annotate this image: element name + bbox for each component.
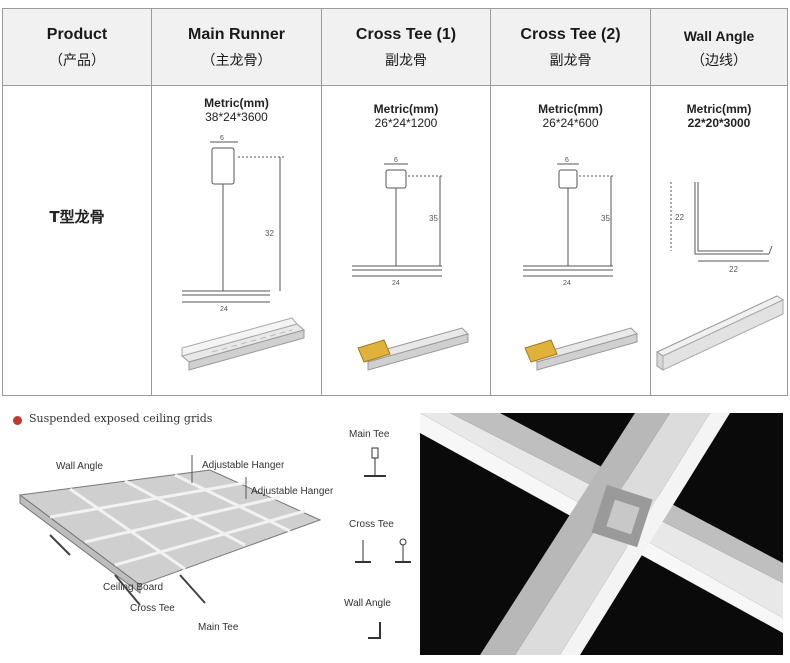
header-cross-tee-1-cn: 副龙骨: [385, 53, 427, 69]
cross-tee-1-w-label: 6: [394, 157, 398, 164]
wall-angle-cell: Metric(mm) 22*20*3000 22 22: [650, 85, 788, 396]
main-runner-metric-label: Metric(mm): [204, 96, 269, 110]
header-main-runner-en: Main Runner: [188, 26, 285, 43]
cross-tee-1-profile-drawing: 6 35 24: [352, 157, 469, 371]
wall-angle-b-label: 22: [729, 265, 738, 274]
cross-tee-1-metric-label: Metric(mm): [373, 102, 439, 116]
cross-tee-2-b-label: 24: [563, 280, 571, 287]
legend-main-tee-icon: [364, 447, 386, 477]
cross-tee-2-cell: Metric(mm) 26*24*600 6 35 24: [490, 85, 651, 396]
legend-cross-tee-label: Cross Tee: [349, 519, 394, 530]
cross-tee-1-3d-sketch: [357, 327, 469, 371]
main-runner-b-label: 24: [220, 306, 228, 313]
label-main-tee: Main Tee: [198, 622, 239, 633]
spec-table: Product （产品） Main Runner （主龙骨） Cross Tee…: [2, 8, 788, 396]
header-main-runner-cn: （主龙骨）: [201, 53, 272, 69]
cross-tee-2-metric-label: Metric(mm): [538, 102, 603, 116]
header-product-en: Product: [46, 26, 108, 43]
header-cross-tee-2-en: Cross Tee (2): [520, 26, 621, 43]
cross-tee-1-b-label: 24: [392, 280, 400, 287]
row-label-cell: T型龙骨: [2, 85, 152, 396]
label-cross-tee: Cross Tee: [130, 603, 175, 614]
main-runner-dims: 38*24*3600: [205, 110, 268, 124]
header-wall-angle: Wall Angle （边线）: [650, 8, 788, 86]
wall-angle-profile-drawing: 22 22: [655, 182, 785, 371]
wall-angle-metric: Metric(mm) 22*20*3000: [651, 102, 787, 130]
main-runner-3d-sketch: [180, 317, 306, 371]
header-cross-tee-2-cn: 副龙骨: [549, 53, 592, 69]
wall-angle-3d-sketch: [655, 295, 785, 371]
label-adjustable-hanger-2: Adjustable Hanger: [251, 486, 334, 497]
header-wall-angle-en: Wall Angle: [683, 28, 755, 44]
cross-tee-1-metric: Metric(mm) 26*24*1200: [322, 102, 490, 130]
cross-tee-2-profile-drawing: 6 35 24: [523, 157, 638, 371]
cross-tee-2-dims: 26*24*600: [542, 116, 599, 130]
legend-wall-angle-icon: [368, 622, 381, 639]
grid-intersection-photo: [420, 413, 783, 655]
grid-photo-illustration: [420, 413, 783, 655]
legend-wall-angle-label: Wall Angle: [344, 598, 391, 609]
cross-tee-2-3d-sketch: [524, 327, 638, 371]
cross-tee-2-metric: Metric(mm) 26*24*600: [491, 102, 650, 130]
diagram-caption: Suspended exposed ceiling grids: [29, 412, 213, 425]
wall-angle-dims: 22*20*3000: [687, 116, 751, 130]
header-cross-tee-1-en: Cross Tee (1): [355, 26, 457, 43]
main-runner-h-label: 32: [265, 229, 274, 238]
legend-cross-tee-icon: [355, 538, 411, 563]
main-runner-profile-drawing: 6 32 24: [180, 135, 306, 371]
wall-angle-metric-label: Metric(mm): [686, 102, 752, 116]
label-ceiling-board: Ceiling Board: [103, 582, 164, 593]
header-wall-angle-cn: （边线）: [691, 53, 747, 69]
ceiling-grid-diagram: [18, 455, 322, 606]
header-product-cn: （产品）: [49, 53, 105, 69]
main-runner-w-label: 6: [220, 135, 224, 142]
header-product: Product （产品）: [2, 8, 152, 86]
main-runner-metric: Metric(mm) 38*24*3600: [152, 96, 321, 124]
label-wall-angle: Wall Angle: [56, 461, 103, 472]
cross-tee-1-cell: Metric(mm) 26*24*1200 6 35 24: [321, 85, 491, 396]
cross-tee-1-dims: 26*24*1200: [374, 116, 438, 130]
cross-tee-2-w-label: 6: [565, 157, 569, 164]
main-runner-cell: Metric(mm) 38*24*3600 6 32 24: [151, 85, 322, 396]
caption-bullet-icon: [13, 416, 22, 425]
row-label: T型龙骨: [49, 208, 105, 226]
legend-main-tee-label: Main Tee: [349, 429, 390, 440]
header-main-runner: Main Runner （主龙骨）: [151, 8, 322, 86]
wall-angle-h-label: 22: [675, 213, 684, 222]
cross-tee-1-h-label: 35: [429, 214, 438, 223]
label-adjustable-hanger-1: Adjustable Hanger: [202, 460, 285, 471]
header-cross-tee-1: Cross Tee (1) 副龙骨: [321, 8, 491, 86]
header-cross-tee-2: Cross Tee (2) 副龙骨: [490, 8, 651, 86]
cross-tee-2-h-label: 35: [601, 214, 610, 223]
